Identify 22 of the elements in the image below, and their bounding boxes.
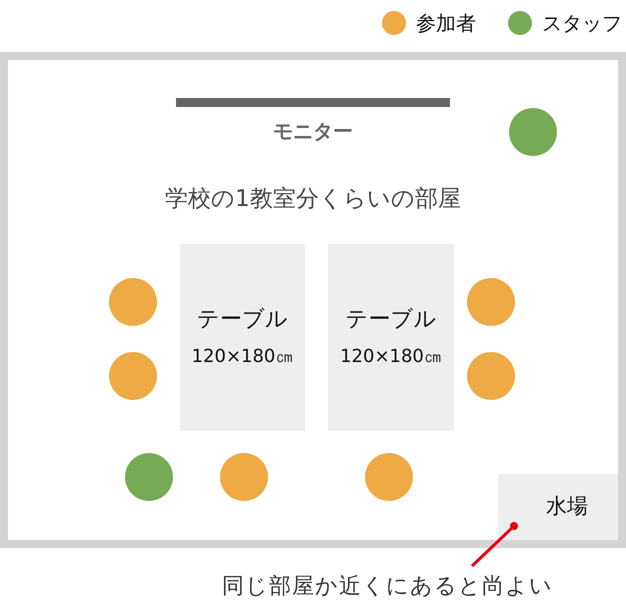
legend-label: スタッフ bbox=[542, 10, 622, 37]
participant-marker bbox=[467, 352, 515, 400]
table-size: 120×180㎝ bbox=[192, 345, 294, 369]
monitor-bar bbox=[176, 98, 450, 107]
participant-marker bbox=[109, 278, 157, 326]
participant-marker bbox=[365, 453, 413, 501]
sink-label: 水場 bbox=[546, 493, 588, 520]
table-label: テーブル bbox=[197, 306, 288, 334]
table-label: テーブル bbox=[346, 306, 436, 334]
sink-area bbox=[498, 474, 618, 540]
staff-marker bbox=[125, 453, 173, 501]
table-size: 120×180㎝ bbox=[340, 345, 442, 369]
note-text: 同じ部屋か近くにあると尚よい bbox=[222, 570, 626, 604]
participant-marker bbox=[109, 352, 157, 400]
leader-line bbox=[470, 522, 518, 568]
participant-marker bbox=[467, 278, 515, 326]
staff-marker bbox=[509, 108, 557, 156]
legend-label: 参加者 bbox=[416, 10, 476, 37]
monitor-label: モニター bbox=[272, 119, 354, 143]
participant-marker bbox=[220, 453, 268, 501]
room-title: 学校の1教室分くらいの部屋 bbox=[164, 185, 462, 214]
room-outline bbox=[0, 52, 626, 548]
